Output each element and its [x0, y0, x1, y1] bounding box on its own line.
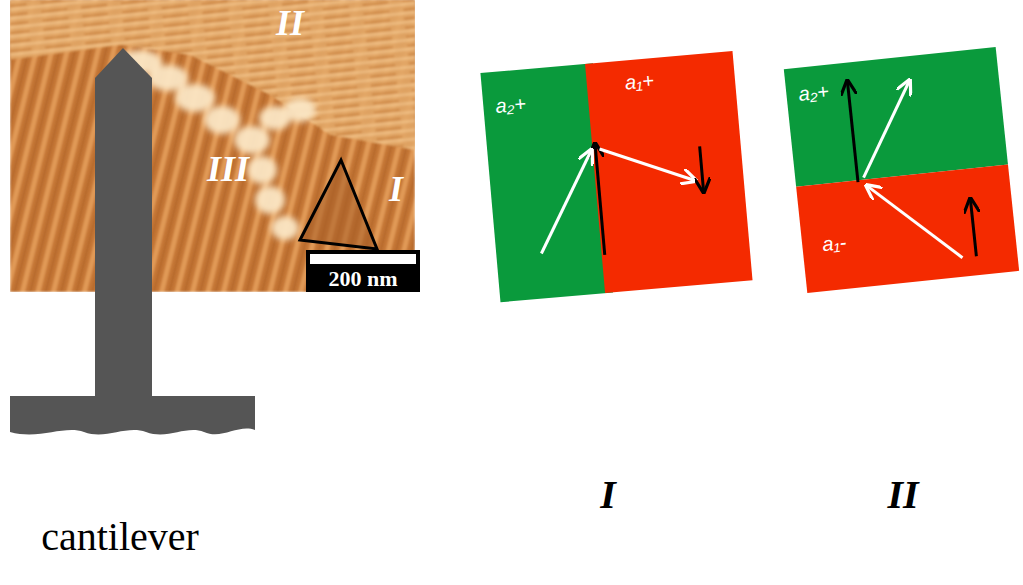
label-holder: I: [389, 170, 403, 210]
part-label: cantilever: [41, 515, 199, 559]
domain-label: a₁-: [821, 212, 1015, 256]
label-holder: II: [276, 4, 304, 44]
domain-region: a₂+: [480, 63, 613, 302]
cantilever-shape: [10, 48, 255, 434]
domain-panel: a₂+a₁-: [784, 48, 1011, 293]
label-holder: 200 nm: [328, 267, 397, 291]
region-label: II: [276, 4, 304, 44]
afm-image: [10, 0, 415, 292]
domain-panel: a₂+ a₁+: [480, 52, 744, 302]
domain-region: a₂+: [784, 47, 1008, 187]
domain-label: a₂+: [797, 61, 999, 106]
panel-label: I: [600, 473, 616, 517]
scale-bar: [310, 254, 416, 264]
label-holder: III: [207, 150, 249, 190]
domain-label: a₂+: [494, 85, 597, 118]
triangle-outline: [300, 160, 377, 249]
scale-box: [306, 250, 420, 292]
domain-region: a₁-: [796, 164, 1019, 293]
panel-label: II: [887, 473, 918, 517]
domain-label: a₁+: [624, 61, 736, 94]
label-holder: I: [600, 473, 616, 517]
label-holder: cantilever: [41, 515, 199, 559]
region-label: I: [389, 170, 403, 210]
label-holder: II: [887, 473, 918, 517]
scale-label: 200 nm: [328, 267, 397, 291]
region-label: III: [207, 150, 249, 190]
polarization-arrows: [480, 52, 744, 302]
